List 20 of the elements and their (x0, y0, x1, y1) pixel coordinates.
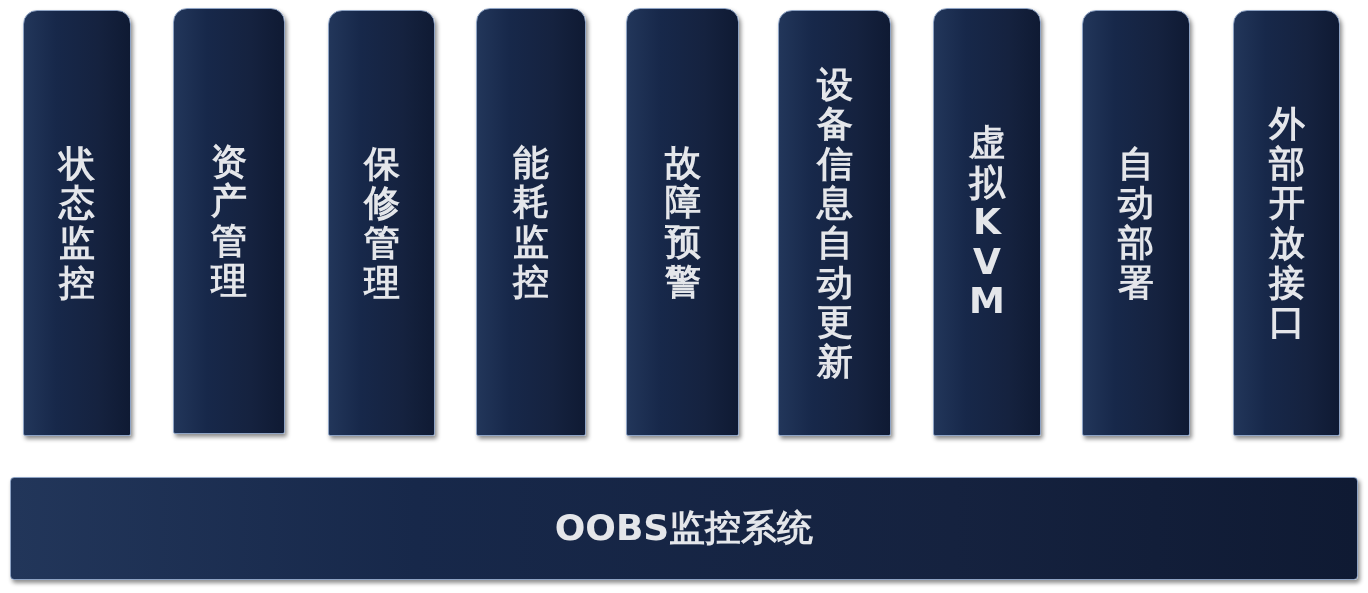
module-label: 能耗监控 (513, 142, 549, 302)
module-column (23, 10, 131, 436)
module-column (476, 8, 586, 436)
module-label: 外部开放接口 (1268, 104, 1305, 342)
module-label: 设备信息自动更新 (816, 64, 853, 382)
module-label: 自动部署 (1118, 143, 1154, 303)
module-column (778, 10, 891, 436)
module-column (626, 8, 739, 436)
module-label: 资产管理 (211, 141, 247, 301)
module-column (328, 10, 435, 436)
system-bar (10, 477, 1358, 580)
module-label: 虚拟KVM (969, 123, 1005, 321)
module-column (933, 8, 1041, 436)
system-label: OOBS监控系统 (554, 506, 814, 550)
module-column (1082, 10, 1190, 436)
module-label: 保修管理 (363, 143, 400, 303)
module-column (173, 8, 285, 434)
module-label: 故障预警 (664, 142, 701, 302)
module-label: 状态监控 (59, 143, 95, 303)
module-column (1233, 10, 1340, 436)
